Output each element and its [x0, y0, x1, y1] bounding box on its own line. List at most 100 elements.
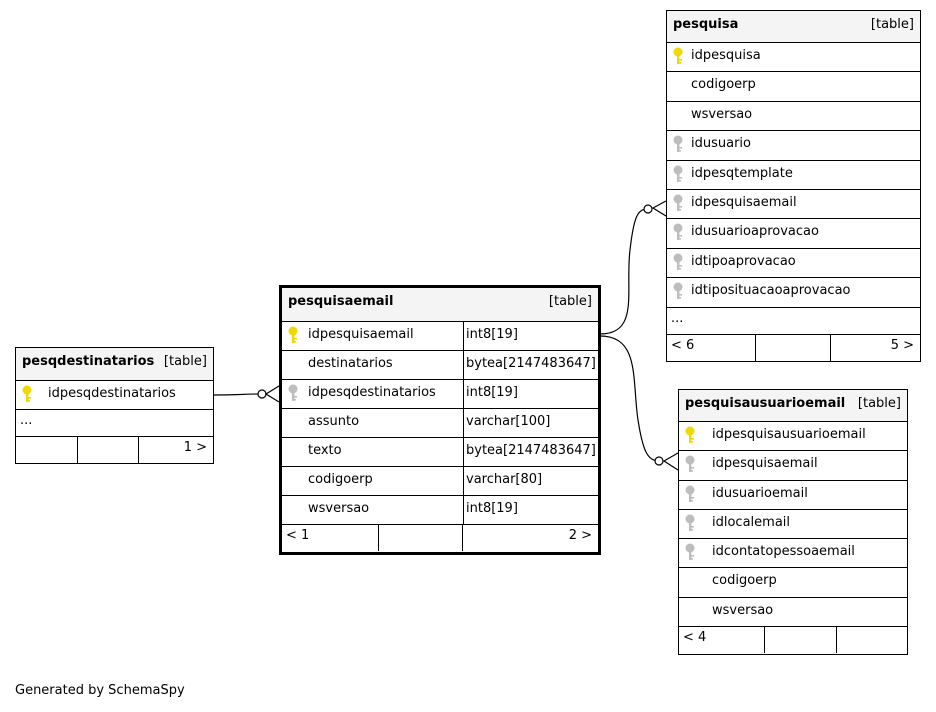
table-pesquisausuarioemail[interactable]: pesquisausuarioemail [table] idpesquisau…	[678, 389, 908, 655]
column-name: wsversao	[308, 501, 370, 516]
column-name: idpesqtemplate	[691, 165, 793, 181]
column-name: assunto	[308, 414, 360, 429]
table-pesqdestinatarios[interactable]: pesqdestinatarios [table] idpesqdestinat…	[15, 347, 214, 464]
table-footer: 1 >	[16, 437, 213, 463]
column-row-idpesquisa[interactable]: idpesquisa	[667, 43, 920, 73]
column-separator	[463, 380, 464, 408]
foreign-key-icon	[673, 135, 685, 153]
parents-cell[interactable]: < 4	[679, 627, 765, 654]
column-separator	[463, 438, 464, 466]
column-name: idusuarioemail	[712, 485, 808, 501]
column-name: codigoerp	[712, 573, 777, 589]
foreign-key-icon	[685, 543, 697, 561]
column-row-wsversao[interactable]: wsversao int8[19]	[282, 496, 598, 525]
generated-by-label: Generated by SchemaSpy	[15, 683, 185, 698]
more-columns-ellipsis: ...	[20, 413, 33, 428]
children-cell[interactable]	[837, 627, 907, 653]
column-name: destinatarios	[308, 356, 393, 371]
column-row-idpesquisausuarioemail[interactable]: idpesquisausuarioemail	[679, 422, 907, 452]
column-separator	[463, 351, 464, 379]
column-row-idusuario[interactable]: idusuario	[667, 131, 920, 161]
column-separator	[463, 409, 464, 437]
column-row-idpesquisaemail[interactable]: idpesquisaemail int8[19]	[282, 322, 598, 351]
table-type: [table]	[870, 17, 914, 32]
foreign-key-icon	[673, 282, 685, 300]
children-cell[interactable]: 5 >	[831, 335, 920, 361]
column-name: idpesquisaemail	[712, 456, 818, 472]
table-name[interactable]: pesquisausuarioemail	[685, 396, 846, 411]
ellipsis-row: ...	[16, 410, 213, 437]
column-row-assunto[interactable]: assunto varchar[100]	[282, 409, 598, 438]
column-row-idusuarioemail[interactable]: idusuarioemail	[679, 481, 907, 510]
relation-pesquisaemail-pesquisausuarioemail	[599, 335, 679, 471]
column-row-idpesquisaemail[interactable]: idpesquisaemail	[667, 190, 920, 220]
column-name: wsversao	[691, 106, 753, 122]
column-datatype: varchar[100]	[466, 414, 551, 429]
primary-key-icon	[673, 47, 685, 65]
foreign-key-icon	[685, 514, 697, 532]
primary-key-icon	[685, 426, 697, 444]
column-row-codigoerp[interactable]: codigoerp	[667, 72, 920, 102]
parents-cell[interactable]: < 6	[667, 334, 756, 361]
parents-count: < 1	[286, 528, 310, 543]
column-name: idpesquisausuarioemail	[712, 427, 866, 442]
foreign-key-icon	[673, 194, 685, 212]
ellipsis-row: ...	[667, 308, 920, 335]
column-name: idtiposituacaoaprovacao	[691, 283, 851, 299]
column-name: idpesquisaemail	[308, 327, 414, 342]
column-row-idcontatopessoaemail[interactable]: idcontatopessoaemail	[679, 539, 907, 569]
children-count: 2 >	[568, 528, 592, 543]
parents-count: < 4	[683, 630, 707, 646]
table-name[interactable]: pesqdestinatarios	[22, 354, 155, 369]
table-header: pesquisa [table]	[667, 11, 920, 43]
children-count: 1 >	[183, 440, 207, 455]
table-footer: < 6 5 >	[667, 334, 920, 361]
table-type: [table]	[163, 354, 207, 369]
foreign-key-icon	[673, 223, 685, 241]
parents-cell[interactable]	[16, 437, 78, 463]
table-name[interactable]: pesquisa	[673, 17, 739, 32]
column-row-codigoerp[interactable]: codigoerp	[679, 568, 907, 598]
column-datatype: int8[19]	[466, 327, 518, 342]
relation-pesqdestinatarios-pesquisaemail	[213, 385, 280, 403]
column-row-wsversao[interactable]: wsversao	[667, 102, 920, 132]
column-row[interactable]: idpesqdestinatarios	[16, 381, 213, 410]
column-row-destinatarios[interactable]: destinatarios bytea[2147483647]	[282, 351, 598, 380]
column-row-idpesqtemplate[interactable]: idpesqtemplate	[667, 161, 920, 190]
parents-count: < 6	[671, 337, 695, 353]
more-columns-ellipsis: ...	[671, 310, 684, 326]
column-row-idtiposituacaoaprovacao[interactable]: idtiposituacaoaprovacao	[667, 278, 920, 308]
table-header: pesqdestinatarios [table]	[16, 348, 213, 381]
columns-cell	[765, 627, 837, 654]
column-datatype: varchar[80]	[466, 472, 543, 487]
column-separator	[463, 467, 464, 495]
children-cell[interactable]: 1 >	[139, 437, 213, 463]
column-datatype: bytea[2147483647]	[466, 356, 596, 371]
column-name: texto	[308, 443, 342, 458]
foreign-key-icon	[673, 165, 685, 183]
column-datatype: int8[19]	[466, 501, 518, 516]
children-cell[interactable]: 2 >	[463, 525, 598, 551]
columns-cell	[756, 334, 831, 361]
column-row-idtipoaprovacao[interactable]: idtipoaprovacao	[667, 249, 920, 279]
column-row-idusuarioaprovacao[interactable]: idusuarioaprovacao	[667, 219, 920, 249]
foreign-key-icon	[288, 384, 300, 402]
parents-cell[interactable]: < 1	[282, 525, 379, 551]
column-separator	[463, 322, 464, 350]
column-row-wsversao[interactable]: wsversao	[679, 598, 907, 628]
column-row-idlocalemail[interactable]: idlocalemail	[679, 510, 907, 540]
columns-cell	[379, 525, 463, 551]
column-name: idusuarioaprovacao	[691, 224, 819, 240]
column-separator	[463, 496, 464, 524]
children-count: 5 >	[890, 337, 914, 353]
table-name[interactable]: pesquisaemail	[288, 294, 394, 309]
column-name: idcontatopessoaemail	[712, 544, 855, 560]
column-row-idpesquisaemail[interactable]: idpesquisaemail	[679, 451, 907, 481]
column-name: idpesqdestinatarios	[308, 385, 436, 400]
